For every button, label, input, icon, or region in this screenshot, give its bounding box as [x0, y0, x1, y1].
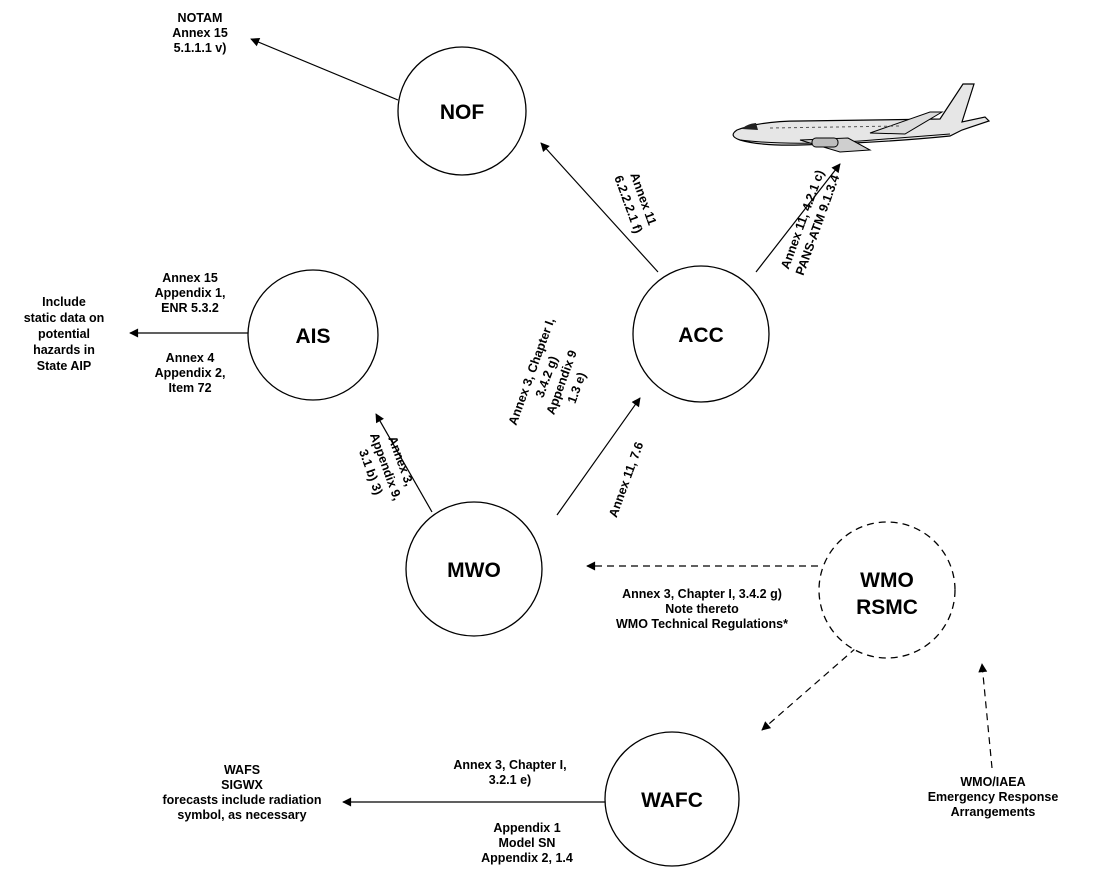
label-wafc-out-above: Annex 3, Chapter I, 3.2.1 e) [453, 758, 566, 787]
svg-text:Annex 3, Chapter I,: Annex 3, Chapter I, [453, 758, 566, 772]
svg-text:potential: potential [38, 327, 90, 341]
svg-text:Emergency Response: Emergency Response [928, 790, 1059, 804]
wafs-output: WAFS SIGWX forecasts include radiation s… [162, 763, 321, 822]
include-static-data-output: Include static data on potential hazards… [24, 295, 105, 373]
arrow-mwo-acc [556, 397, 641, 516]
svg-text:forecasts include radiation: forecasts include radiation [162, 793, 321, 807]
node-acc: ACC [632, 265, 770, 403]
notam-output: NOTAM Annex 15 5.1.1.1 v) [172, 11, 228, 55]
svg-text:SIGWX: SIGWX [221, 778, 263, 792]
node-nof: NOF [397, 46, 527, 176]
svg-text:Annex 15: Annex 15 [172, 26, 228, 40]
node-wafc: WAFC [604, 731, 740, 867]
nof-label: NOF [440, 101, 485, 124]
label-mwo-acc-lower: Annex 11, 7.6 [606, 440, 646, 519]
wmo-label: WMO [860, 569, 914, 592]
svg-text:RSMC: RSMC [856, 596, 918, 619]
svg-text:Annex 15: Annex 15 [162, 271, 218, 285]
svg-text:symbol, as necessary: symbol, as necessary [177, 808, 306, 822]
svg-text:Include: Include [42, 295, 86, 309]
label-acc-nof: Annex 11 6.2.2.2.1 f) [611, 171, 659, 235]
label-ais-out-below: Annex 4 Appendix 2, Item 72 [155, 351, 226, 395]
node-wmo-rsmc: WMO RSMC [818, 521, 956, 659]
svg-text:WAFS: WAFS [224, 763, 260, 777]
arrow-iaea-rsmc [978, 663, 993, 769]
svg-text:Appendix 2,: Appendix 2, [155, 366, 226, 380]
svg-text:Item 72: Item 72 [168, 381, 211, 395]
svg-text:Annex 4: Annex 4 [166, 351, 215, 365]
mwo-label: MWO [447, 559, 501, 582]
arrow-mwo-ais [375, 413, 433, 513]
label-mwo-acc-upper: Annex 3, Chapter I, 3.4.2 g) Appendix 9 … [506, 316, 589, 427]
svg-text:static data on: static data on [24, 311, 105, 325]
svg-text:Appendix 1,: Appendix 1, [155, 286, 226, 300]
arrow-nof-notam [250, 37, 399, 101]
svg-text:ENR 5.3.2: ENR 5.3.2 [161, 301, 219, 315]
svg-text:hazards in: hazards in [33, 343, 95, 357]
wmo-iaea-source: WMO/IAEA Emergency Response Arrangements [928, 775, 1059, 819]
svg-text:Annex 11, 7.6: Annex 11, 7.6 [606, 440, 646, 519]
label-ais-out-above: Annex 15 Appendix 1, ENR 5.3.2 [155, 271, 226, 315]
svg-text:WMO/IAEA: WMO/IAEA [960, 775, 1025, 789]
svg-text:Annex 3, Chapter I, 3.4.2 g): Annex 3, Chapter I, 3.4.2 g) [622, 587, 782, 601]
svg-text:Model SN: Model SN [499, 836, 556, 850]
label-wafc-out-below: Appendix 1 Model SN Appendix 2, 1.4 [481, 821, 573, 865]
svg-text:Appendix 1: Appendix 1 [493, 821, 560, 835]
arrow-acc-aircraft [755, 163, 841, 273]
ais-label: AIS [295, 325, 330, 348]
svg-text:3.2.1 e): 3.2.1 e) [489, 773, 531, 787]
svg-text:5.1.1.1 v): 5.1.1.1 v) [174, 41, 227, 55]
node-mwo: MWO [405, 501, 543, 637]
airliner-icon [732, 83, 991, 153]
node-ais: AIS [247, 269, 379, 401]
svg-text:NOTAM: NOTAM [178, 11, 223, 25]
arrow-rsmc-wafc [761, 647, 857, 731]
svg-text:WMO Technical Regulations*: WMO Technical Regulations* [616, 617, 788, 631]
svg-text:Arrangements: Arrangements [951, 805, 1036, 819]
svg-text:Note thereto: Note thereto [665, 602, 739, 616]
rsmc-label: RSMC [856, 596, 918, 619]
svg-text:Appendix 2, 1.4: Appendix 2, 1.4 [481, 851, 573, 865]
svg-text:WMO: WMO [860, 569, 914, 592]
wafc-label: WAFC [641, 789, 703, 812]
svg-text:State AIP: State AIP [37, 359, 91, 373]
label-rsmc-mwo: Annex 3, Chapter I, 3.4.2 g) Note theret… [616, 587, 788, 631]
acc-label: ACC [678, 324, 724, 347]
label-acc-aircraft: Annex 11, 4.2.1 c) PANS-ATM 9.1.3.4 [778, 168, 842, 277]
connectors [129, 37, 993, 807]
label-mwo-ais: Annex 3, Appendix 9, 3.1 b) 3) [356, 431, 416, 502]
arrow-acc-nof [540, 142, 659, 273]
